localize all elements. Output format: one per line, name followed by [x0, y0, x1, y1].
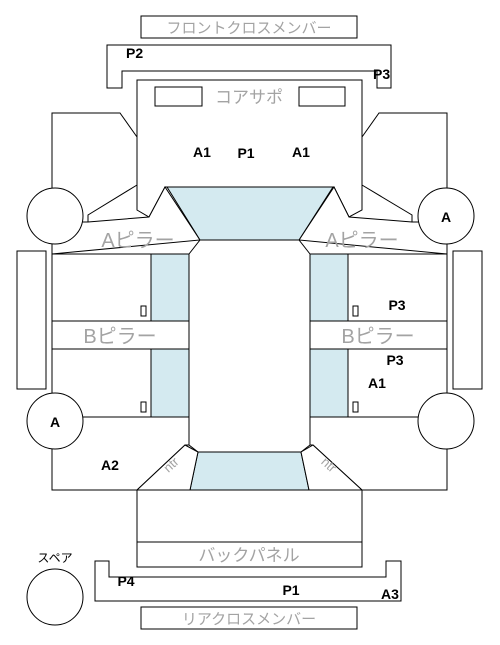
wheel-rear-right[interactable] — [417, 392, 475, 450]
right-rear-door-handle — [352, 401, 359, 413]
core-left-slot — [154, 86, 203, 107]
left-rocker[interactable] — [16, 250, 47, 390]
front-cross-member-label: フロントクロスメンバー — [166, 20, 331, 37]
code-front-member-left: P2 — [126, 45, 143, 61]
b-pillar-left[interactable] — [51, 320, 190, 350]
back-panel[interactable] — [136, 541, 363, 568]
back-panel-label: バックパネル — [198, 546, 299, 565]
code-wheel-front-right: A — [441, 209, 451, 225]
rear-window[interactable] — [189, 451, 310, 491]
trunk-lid[interactable] — [136, 489, 363, 543]
a-pillar-left-label: Aピラー — [101, 230, 174, 252]
right-rocker[interactable] — [452, 250, 483, 390]
front-cross-member-box[interactable] — [140, 15, 358, 39]
right-rear-window[interactable] — [309, 348, 349, 418]
rear-cross-member-box[interactable] — [140, 606, 358, 630]
core-support-label: コアサポ — [215, 88, 283, 107]
left-rear-door-handle — [140, 401, 147, 413]
rear-member-bracket[interactable] — [94, 560, 402, 602]
left-front-window[interactable] — [150, 253, 190, 322]
code-rear-member-right: A3 — [381, 586, 399, 602]
code-front-member-right: P3 — [373, 66, 390, 82]
wheel-front-right[interactable] — [417, 187, 475, 245]
roof[interactable] — [188, 239, 311, 453]
code-core-left: A1 — [193, 144, 211, 160]
front-member-bracket[interactable] — [106, 44, 392, 89]
right-front-door-handle — [352, 305, 359, 317]
code-wheel-rear-left: A — [50, 414, 60, 430]
code-core-mid: P1 — [237, 145, 254, 161]
spare-tire[interactable] — [26, 568, 84, 626]
wheel-front-left[interactable] — [26, 187, 84, 245]
right-front-window[interactable] — [309, 253, 349, 322]
left-front-door-handle — [140, 305, 147, 317]
b-pillar-left-label: Bピラー — [83, 326, 156, 348]
code-right-rear-door: A1 — [368, 375, 386, 391]
code-right-pillar-upper: P3 — [388, 297, 405, 313]
left-rear-window[interactable] — [150, 348, 190, 418]
code-right-pillar-lower: P3 — [386, 352, 403, 368]
code-rear-quarter-left: A2 — [101, 457, 119, 473]
a-pillar-right-label: Aピラー — [325, 230, 398, 252]
rear-cross-member-label: リアクロスメンバー — [182, 611, 316, 628]
code-rear-member-mid: P1 — [282, 582, 299, 598]
spare-label: スペア — [37, 551, 72, 565]
b-pillar-right-label: Bピラー — [341, 326, 414, 348]
core-right-slot — [298, 86, 346, 107]
code-rear-member-left: P4 — [117, 573, 134, 589]
code-core-right: A1 — [292, 144, 310, 160]
wheel-rear-left[interactable] — [26, 392, 84, 450]
